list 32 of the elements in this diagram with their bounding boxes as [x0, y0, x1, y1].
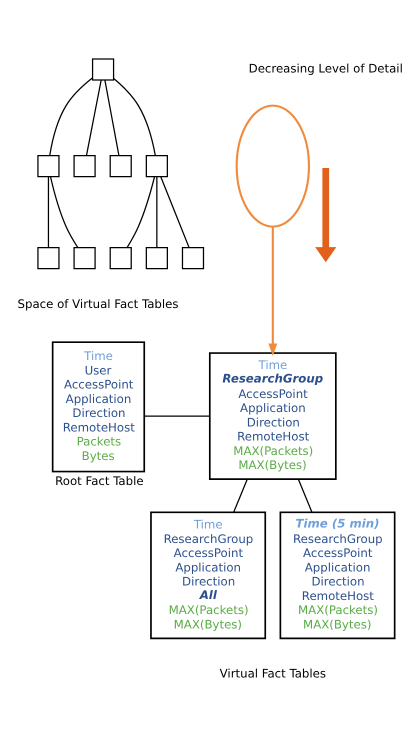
node-box [110, 155, 132, 178]
node-box [92, 58, 114, 81]
arrow [268, 226, 278, 356]
connector [144, 415, 210, 417]
node-box: Time User AccessPoint Application Direction RemoteHost Packets Bytes [52, 341, 146, 472]
node-box [73, 247, 96, 270]
node-box: Time (5 min) ResearchGroup AccessPoint Application Direction RemoteHost MAX(Packets) MAX(Bytes) [280, 512, 396, 640]
node-box [146, 155, 168, 178]
connector [86, 80, 102, 156]
node-box [37, 247, 60, 270]
node-box [37, 155, 60, 178]
connector [160, 176, 190, 248]
connector [49, 77, 93, 156]
node-box [182, 247, 204, 270]
connector [50, 176, 78, 248]
connector [156, 176, 158, 248]
connector [48, 176, 50, 248]
label: Decreasing Level of Detail [248, 62, 403, 76]
connector [233, 478, 248, 512]
connector [113, 78, 156, 156]
node-ellipse [236, 104, 310, 228]
label: Virtual Fact Tables [220, 666, 326, 681]
connector [298, 478, 312, 512]
connector [104, 80, 120, 156]
node-box: Time ResearchGroup AccessPoint Application Direction All MAX(Packets) MAX(Bytes) [150, 512, 266, 640]
label: Space of Virtual Fact Tables [18, 296, 178, 311]
node-box [110, 247, 132, 270]
node-label: Root Fact Table [55, 474, 144, 488]
node-box [146, 247, 168, 270]
connector [126, 176, 156, 248]
node-box: Time ResearchGroup AccessPoint Application Direction RemoteHost MAX(Packets) MAX(Bytes) [208, 352, 337, 480]
node-box [73, 155, 96, 178]
